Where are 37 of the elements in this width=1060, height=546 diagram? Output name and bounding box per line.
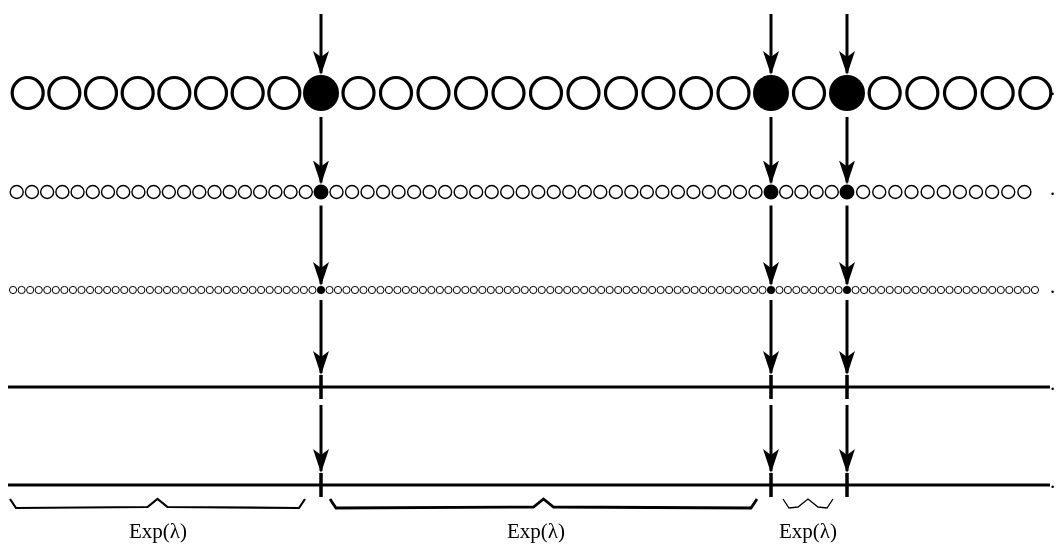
rate-label: Exp(λ): [129, 519, 187, 543]
filled-circle: [839, 184, 855, 200]
period: .: [1050, 469, 1056, 493]
arrow: [313, 300, 329, 375]
arrow: [763, 117, 779, 185]
arrow: [763, 205, 779, 286]
tick-mark: [769, 473, 773, 497]
period: .: [1050, 176, 1056, 200]
period: .: [1050, 371, 1056, 395]
filled-circle: [763, 184, 779, 200]
arrow: [313, 14, 329, 75]
tick-mark: [319, 375, 323, 399]
rate-label: Exp(λ): [779, 519, 837, 543]
arrow: [313, 117, 329, 185]
arrow: [313, 405, 329, 473]
tick-mark: [769, 375, 773, 399]
filled-circle: [753, 75, 789, 111]
period: .: [1050, 274, 1056, 298]
filled-circle: [303, 75, 339, 111]
arrow: [839, 205, 855, 286]
tick-mark: [845, 473, 849, 497]
filled-circle: [317, 286, 325, 294]
arrow: [839, 405, 855, 473]
arrow: [763, 14, 779, 75]
filled-circle: [313, 184, 329, 200]
tick-mark: [319, 473, 323, 497]
arrow: [839, 117, 855, 185]
tick-mark: [845, 375, 849, 399]
arrow: [839, 300, 855, 375]
filled-circle: [843, 286, 851, 294]
filled-circle: [829, 75, 865, 111]
arrow: [763, 405, 779, 473]
arrow: [839, 14, 855, 75]
arrow: [313, 205, 329, 286]
filled-circle: [767, 286, 775, 294]
arrow: [763, 300, 779, 375]
rate-label: Exp(λ): [507, 519, 565, 543]
